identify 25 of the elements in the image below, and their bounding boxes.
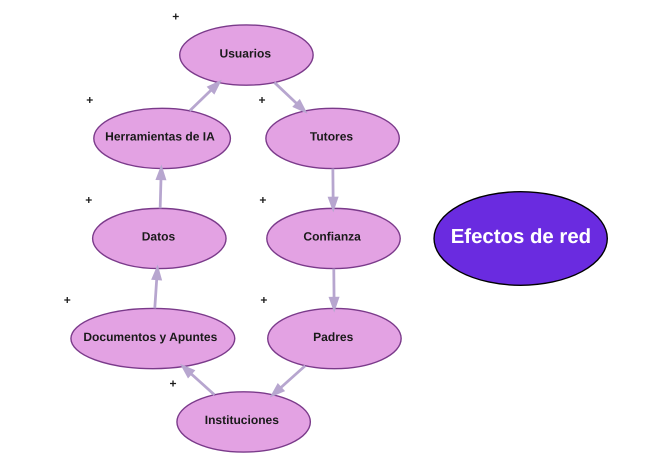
arrow <box>327 168 338 212</box>
arrow <box>188 80 222 112</box>
arrow <box>154 164 166 208</box>
node-label: + <box>84 193 92 208</box>
node-label: + <box>258 193 266 208</box>
arrow <box>179 364 215 396</box>
node-ellipse: Datos <box>91 208 226 270</box>
node-ellipse: Tutores <box>264 108 400 170</box>
node-ellipse: Efectos de red <box>432 191 608 286</box>
node-ellipse: Herramientas de IA <box>92 108 231 170</box>
node-label: + <box>63 293 70 308</box>
arrow <box>269 364 306 398</box>
node-label: + <box>86 93 93 108</box>
node-label: + <box>172 10 179 24</box>
arrow <box>328 268 340 313</box>
node-ellipse: Documentos y Apuntes <box>70 308 235 370</box>
node-label: + <box>260 293 267 308</box>
node-label: + <box>258 93 265 108</box>
node-ellipse: Confianza <box>266 208 400 270</box>
node-ellipse: Padres <box>266 308 402 370</box>
node-label: + <box>169 376 176 391</box>
arrow <box>150 264 162 308</box>
node-ellipse: Usuarios <box>178 24 314 86</box>
arrow <box>272 81 307 114</box>
node-ellipse: Instituciones <box>176 391 311 453</box>
